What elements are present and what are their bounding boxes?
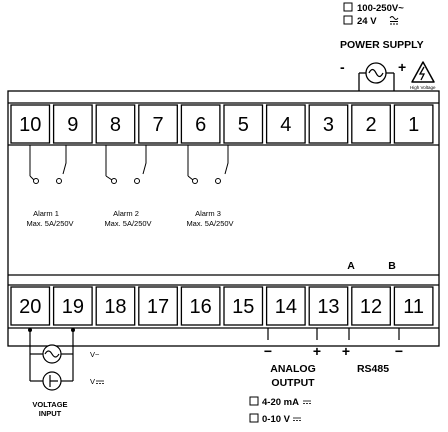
top-terminal-number: 9 [67, 114, 78, 136]
top-terminal-box [223, 104, 264, 144]
voltage-dc-label: V [90, 377, 95, 386]
top-terminal-number: 8 [110, 114, 121, 136]
bottom-terminal-number: 13 [317, 296, 339, 318]
top-terminal-box [138, 104, 178, 144]
dc-symbol-ma-icon [303, 400, 311, 404]
bottom-terminal-box [138, 286, 178, 326]
analog-output-title-1: ANALOG [270, 363, 316, 375]
rs485-minus: − [395, 343, 403, 359]
ac-dc-symbol [389, 16, 399, 25]
rs485-a-label: A [347, 260, 355, 272]
alarm-1-name: Alarm 1 [33, 209, 59, 218]
bottom-terminal-box [95, 286, 136, 326]
top-terminal-row: 10 9 8 7 6 5 4 3 2 1 [10, 104, 434, 144]
checkbox-100-250v [343, 2, 353, 12]
alarm-2-name: Alarm 2 [113, 209, 139, 218]
bottom-terminal-number: 20 [19, 296, 41, 318]
rs485-title: RS485 [357, 363, 389, 375]
voltage-input-wiring [29, 328, 74, 382]
top-terminal-number: 6 [195, 114, 206, 136]
analog-plus: + [313, 343, 321, 359]
voltage-input-title-1: VOLTAGE [32, 400, 67, 409]
bottom-terminal-box [10, 286, 51, 326]
alarm-1-rating: Max. 5A/250V [26, 219, 73, 228]
top-terminal-box [351, 104, 391, 144]
top-terminal-number: 4 [280, 114, 291, 136]
alarm-relays [29, 145, 229, 184]
top-terminal-box [95, 104, 136, 144]
bottom-terminal-box [393, 286, 434, 326]
bottom-terminal-number: 12 [360, 296, 382, 318]
rs485-b-label: B [388, 260, 396, 272]
checkbox-24v [343, 15, 353, 25]
alarm-2-contact-icon [105, 145, 147, 184]
analog-output-title-2: OUTPUT [271, 377, 315, 389]
voltage-input-title-2: INPUT [39, 409, 62, 418]
bottom-terminal-number: 19 [62, 296, 84, 318]
top-terminal-number: 5 [238, 114, 249, 136]
bottom-terminal-number: 17 [147, 296, 169, 318]
terminal-19-dot [71, 328, 75, 332]
analog-rs485-leads [267, 328, 400, 340]
top-terminal-number: 10 [19, 114, 41, 136]
bottom-terminal-box [265, 286, 306, 326]
alarm-3-contact-icon [187, 145, 229, 184]
bottom-terminal-box [223, 286, 264, 326]
analog-option-ma: 4-20 mA [262, 397, 299, 408]
voltage-ac-label: V~ [90, 350, 100, 359]
alarm-2-rating: Max. 5A/250V [104, 219, 151, 228]
power-option-dc: 24 V [357, 16, 377, 27]
top-terminal-box [308, 104, 349, 144]
sine-wave-icon [368, 68, 384, 78]
dc-symbol-icon [96, 380, 104, 384]
power-supply-section: 100-250V~ 24 V POWER SUPPLY - + High Vol… [340, 2, 436, 91]
top-terminal-box [265, 104, 306, 144]
top-terminal-number: 1 [408, 114, 419, 136]
top-terminal-number: 7 [152, 114, 163, 136]
bottom-terminal-box [351, 286, 391, 326]
terminal-20-dot [28, 328, 32, 332]
checkbox-4-20ma [249, 396, 259, 406]
bottom-terminal-number: 14 [275, 296, 297, 318]
checkbox-0-10v [249, 413, 259, 423]
bottom-terminal-box [180, 286, 221, 326]
analog-option-v: 0-10 V [262, 414, 291, 425]
bottom-terminal-box [52, 286, 93, 326]
power-option-ac: 100-250V~ [357, 3, 404, 14]
terminal-block [7, 90, 440, 347]
bottom-terminal-row: 20 19 18 17 16 15 14 13 12 11 [10, 286, 434, 326]
dc-symbol-v-icon [293, 417, 301, 421]
top-terminal-box [10, 104, 51, 144]
analog-minus: − [264, 343, 272, 359]
power-supply-title: POWER SUPPLY [340, 39, 424, 51]
voltage-ac-sine-icon [44, 350, 60, 358]
alarm-1-contact-icon [29, 145, 67, 184]
top-terminal-box [393, 104, 434, 144]
alarm-3-rating: Max. 5A/250V [186, 219, 233, 228]
power-plus: + [398, 59, 406, 75]
power-minus: - [340, 59, 345, 75]
bottom-terminal-number: 16 [190, 296, 212, 318]
top-terminal-number: 3 [323, 114, 334, 136]
bottom-terminal-number: 15 [232, 296, 254, 318]
high-voltage-label: High Voltage [410, 85, 436, 90]
top-terminal-box [52, 104, 93, 144]
bottom-terminal-box [308, 286, 349, 326]
bottom-terminal-number: 11 [403, 296, 424, 318]
rs485-plus: + [342, 343, 350, 359]
alarm-3-name: Alarm 3 [195, 209, 221, 218]
high-voltage-warning-icon [411, 61, 435, 83]
voltage-dc-symbol-icon [49, 375, 58, 387]
top-terminal-number: 2 [365, 114, 376, 136]
bottom-terminal-number: 18 [104, 296, 126, 318]
top-terminal-box [180, 104, 221, 144]
